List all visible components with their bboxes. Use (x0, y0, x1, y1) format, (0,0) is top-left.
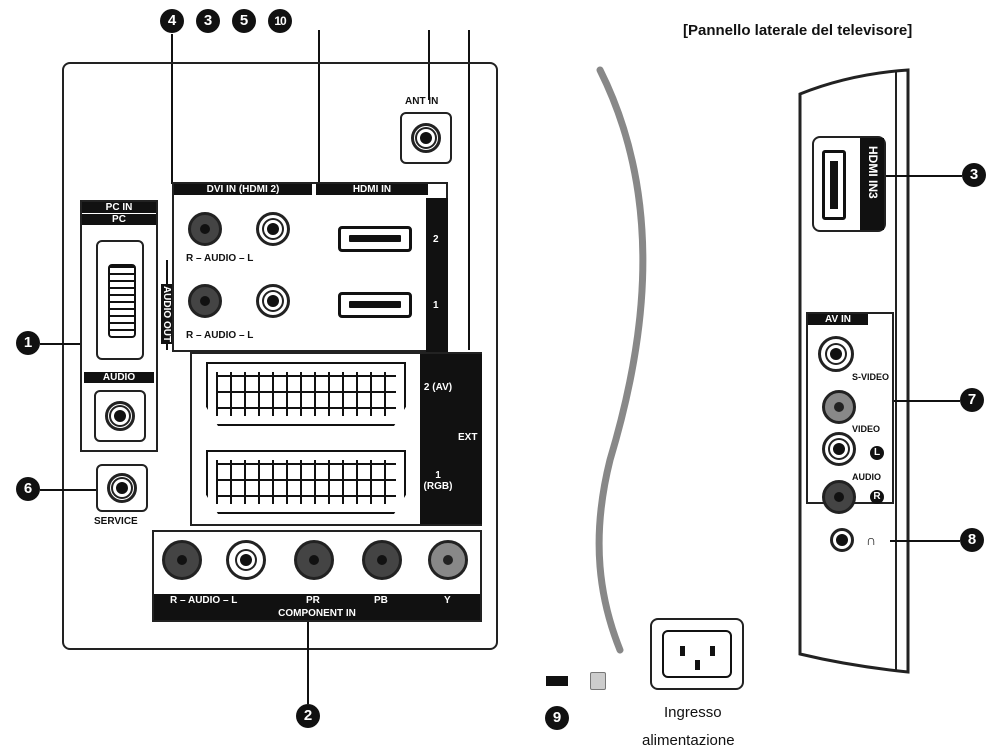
headphone-jack[interactable] (830, 528, 854, 552)
callout-3: 3 (196, 9, 220, 33)
dvi-audio-r-jack[interactable] (188, 212, 222, 246)
component-audio-l-jack[interactable] (226, 540, 266, 580)
side-hdmi-port[interactable] (822, 150, 846, 220)
side-panel-title: [Pannello laterale del televisore] (683, 22, 913, 39)
audio-out-l-jack[interactable] (256, 284, 290, 318)
callout-6: 6 (16, 477, 40, 501)
side-video-jack[interactable] (822, 390, 856, 424)
dvi-audio-l-jack[interactable] (256, 212, 290, 246)
s-video-label: S-VIDEO (852, 372, 890, 382)
ext-label: EXT (458, 432, 478, 443)
hdmi-1-port[interactable] (338, 292, 412, 318)
leader-line (307, 622, 309, 704)
power-pin-icon (710, 646, 715, 656)
service-port[interactable] (96, 464, 148, 512)
side-audio-r-jack[interactable] (822, 480, 856, 514)
pc-label: PC (82, 214, 156, 225)
leader-line (40, 343, 80, 345)
ext-bar (456, 354, 482, 524)
component-y-label: Y (444, 595, 451, 606)
callout-4: 4 (160, 9, 184, 33)
side-hdmi-label-bar (860, 138, 884, 230)
power-pin-icon (680, 646, 685, 656)
side-audio-r-badge: R (870, 490, 884, 504)
leader-line (171, 34, 173, 184)
side-hdmi-label: HDMI IN3 (866, 146, 880, 199)
hdmi-1-label: 1 (433, 300, 439, 311)
headphone-icon: ∩ (866, 532, 877, 548)
callout-9: 9 (545, 706, 569, 730)
pc-audio-jack (105, 401, 135, 431)
callout-10: 10 (268, 9, 292, 33)
callout-1: 1 (16, 331, 40, 355)
callout-3-side: 3 (962, 163, 986, 187)
dvi-hdmi-block (172, 182, 448, 352)
pc-audio-label: AUDIO (84, 372, 154, 383)
callout-2: 2 (296, 704, 320, 728)
service-label: SERVICE (94, 516, 138, 527)
ant-in-port[interactable] (400, 112, 452, 164)
audio-out-r-jack[interactable] (188, 284, 222, 318)
component-y-jack[interactable] (428, 540, 468, 580)
side-audio-l-badge: L (870, 446, 884, 460)
service-jack (107, 473, 137, 503)
callout-7: 7 (960, 388, 984, 412)
lock-icon (590, 672, 606, 690)
power-pin-icon (695, 660, 700, 670)
power-label-line2: alimentazione (642, 732, 735, 749)
callout-8: 8 (960, 528, 984, 552)
power-socket[interactable] (650, 618, 744, 690)
pc-in-label: PC IN (82, 202, 156, 213)
leader-line (886, 175, 962, 177)
pc-in-block (80, 200, 158, 452)
component-in-label: COMPONENT IN (154, 608, 480, 620)
pc-audio-port[interactable] (94, 390, 146, 442)
callout-5: 5 (232, 9, 256, 33)
component-block (152, 530, 482, 622)
vga-connector-icon (108, 264, 136, 338)
leader-line (318, 30, 320, 185)
cable-separator (595, 66, 647, 654)
hdmi-2-label: 2 (433, 234, 439, 245)
leader-line (890, 540, 960, 542)
audio-out-label: AUDIO OUT (161, 284, 172, 344)
kensington-slot[interactable] (546, 676, 568, 686)
hdmi-in-label: HDMI IN (316, 184, 428, 195)
hdmi-number-bar (426, 198, 448, 352)
leader-line (894, 400, 960, 402)
power-label-line1: Ingresso (664, 704, 722, 721)
vga-port[interactable] (96, 240, 144, 360)
ant-in-jack (411, 123, 441, 153)
component-pr-jack[interactable] (294, 540, 334, 580)
audio-out-row-label: R – AUDIO – L (186, 330, 254, 341)
dvi-audio-label: R – AUDIO – L (186, 253, 254, 264)
power-socket-inner (662, 630, 732, 678)
side-video-label: VIDEO (852, 424, 881, 434)
hdmi-2-port[interactable] (338, 226, 412, 252)
component-audio-label: R – AUDIO – L (170, 595, 238, 606)
scart-number-bar (420, 354, 456, 524)
scart-2-label: 2 (AV) (423, 382, 453, 393)
component-pb-jack[interactable] (362, 540, 402, 580)
back-panel (62, 62, 498, 650)
scart-2-port[interactable] (206, 362, 406, 426)
side-audio-l-jack[interactable] (822, 432, 856, 466)
side-audio-label: AUDIO (852, 472, 881, 482)
component-pb-label: PB (374, 595, 388, 606)
leader-line (468, 30, 470, 350)
scart-1-port[interactable] (206, 450, 406, 514)
component-pr-label: PR (306, 595, 320, 606)
leader-line (40, 489, 96, 491)
side-hdmi-port-frame (812, 136, 886, 232)
dvi-in-label: DVI IN (HDMI 2) (174, 184, 312, 195)
component-audio-r-jack[interactable] (162, 540, 202, 580)
component-sub-bar (154, 594, 480, 608)
av-in-label: AV IN (808, 314, 868, 325)
s-video-port[interactable] (818, 336, 854, 372)
scart-1-label: 1 (RGB) (423, 470, 453, 492)
leader-line (428, 30, 430, 100)
ant-in-label: ANT IN (405, 96, 439, 107)
